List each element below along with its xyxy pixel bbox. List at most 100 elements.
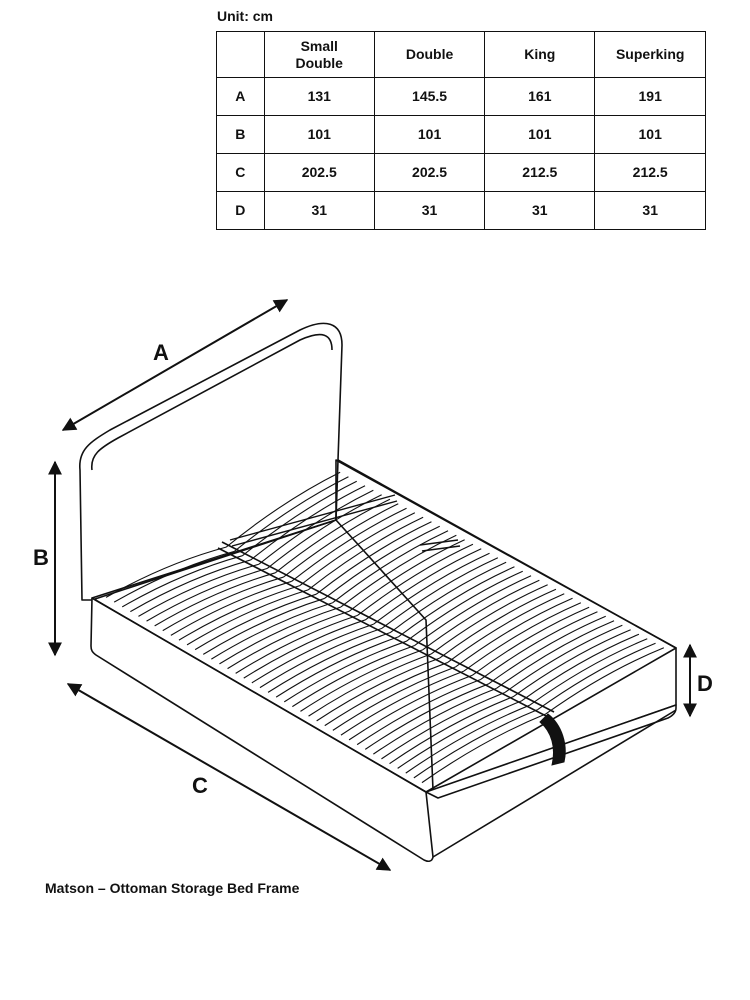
table-cell: 202.5 bbox=[373, 153, 486, 192]
slat bbox=[324, 662, 448, 727]
slat bbox=[105, 546, 227, 598]
slat bbox=[373, 687, 497, 755]
slat bbox=[356, 543, 474, 616]
slat bbox=[389, 561, 507, 634]
slat bbox=[283, 640, 407, 703]
slat bbox=[154, 572, 276, 627]
slat bbox=[471, 606, 590, 676]
slat bbox=[315, 521, 432, 595]
slat bbox=[299, 512, 416, 587]
table-cell: 191 bbox=[594, 77, 706, 116]
center-rail bbox=[217, 541, 555, 719]
slat bbox=[405, 704, 530, 774]
table-header-king: King bbox=[484, 31, 596, 78]
table-cell: 101 bbox=[594, 115, 706, 154]
arrow-c bbox=[66, 683, 392, 871]
dimension-label-a: A bbox=[153, 340, 169, 365]
slat bbox=[291, 507, 407, 582]
slat bbox=[414, 575, 532, 646]
table-header-double: Double bbox=[373, 31, 486, 78]
slat bbox=[194, 593, 317, 651]
slat bbox=[397, 566, 515, 638]
product-caption: Matson – Ottoman Storage Bed Frame bbox=[45, 880, 300, 896]
slat bbox=[292, 644, 415, 708]
slat bbox=[356, 679, 481, 746]
slat bbox=[283, 503, 399, 578]
table-row: D 31 31 31 31 bbox=[216, 191, 706, 230]
headboard bbox=[79, 322, 343, 601]
slat bbox=[332, 666, 456, 731]
size-table: Small Double Double King Superking A 131… bbox=[216, 31, 706, 230]
slat bbox=[267, 632, 391, 693]
table-cell: 131 bbox=[263, 77, 375, 116]
slat bbox=[348, 674, 473, 741]
slat bbox=[438, 588, 557, 659]
slat bbox=[300, 649, 424, 712]
slat bbox=[186, 589, 309, 646]
slat bbox=[348, 539, 465, 612]
dimension-arrows bbox=[48, 299, 697, 871]
slat bbox=[381, 691, 506, 760]
bed-frame bbox=[79, 322, 677, 863]
table-cell: 145.5 bbox=[373, 77, 486, 116]
arrow-a bbox=[61, 299, 289, 431]
table-header-superking: Superking bbox=[594, 31, 706, 78]
base-end-edge bbox=[432, 709, 677, 858]
dimension-label-b: B bbox=[33, 545, 49, 570]
slat bbox=[479, 611, 598, 681]
slat bbox=[389, 696, 514, 765]
row-label: D bbox=[216, 191, 265, 230]
table-cell: 31 bbox=[484, 191, 596, 230]
table-header-blank bbox=[216, 31, 265, 78]
slat bbox=[520, 633, 640, 702]
slat bbox=[178, 585, 301, 641]
slat bbox=[488, 615, 606, 685]
slat bbox=[447, 593, 565, 664]
slat bbox=[242, 480, 357, 557]
table-cell: 31 bbox=[373, 191, 486, 230]
slat bbox=[373, 552, 490, 625]
row-label: A bbox=[216, 77, 265, 116]
table-header-small-double: Small Double bbox=[263, 31, 375, 78]
slat bbox=[364, 683, 489, 750]
slat bbox=[340, 670, 465, 736]
table-cell: 161 bbox=[484, 77, 596, 116]
slat bbox=[130, 559, 251, 613]
slat bbox=[146, 567, 268, 622]
dimension-label-d: D bbox=[697, 671, 713, 696]
table-row: A 131 145.5 161 191 bbox=[216, 77, 706, 116]
slat bbox=[243, 619, 366, 679]
slat bbox=[227, 610, 350, 670]
slat bbox=[202, 597, 325, 655]
slat bbox=[496, 620, 615, 689]
slat bbox=[162, 576, 284, 632]
header-small-double-line1: Small bbox=[300, 37, 338, 54]
base-front bbox=[90, 597, 434, 863]
slat bbox=[170, 580, 292, 636]
slat bbox=[455, 597, 573, 668]
row-label: C bbox=[216, 153, 265, 192]
slat bbox=[463, 602, 582, 672]
table-cell: 31 bbox=[594, 191, 706, 230]
slat bbox=[266, 494, 382, 569]
base-end bbox=[425, 704, 677, 799]
slat bbox=[307, 516, 424, 591]
slat bbox=[138, 563, 260, 617]
table-cell: 212.5 bbox=[484, 153, 596, 192]
table-row: B 101 101 101 101 bbox=[216, 115, 706, 154]
slat bbox=[422, 579, 540, 651]
slat bbox=[308, 653, 432, 717]
table-cell: 212.5 bbox=[594, 153, 706, 192]
slat bbox=[504, 624, 623, 693]
slat bbox=[235, 615, 358, 674]
slat bbox=[121, 555, 243, 608]
table-row: C 202.5 202.5 212.5 212.5 bbox=[216, 153, 706, 192]
table-header-row: Small Double Double King Superking bbox=[216, 31, 706, 78]
slat bbox=[529, 638, 648, 706]
slat bbox=[332, 530, 449, 604]
slat bbox=[365, 548, 482, 621]
slat bbox=[324, 525, 440, 599]
slat bbox=[211, 602, 333, 660]
slat bbox=[274, 498, 391, 574]
slat bbox=[113, 550, 235, 603]
